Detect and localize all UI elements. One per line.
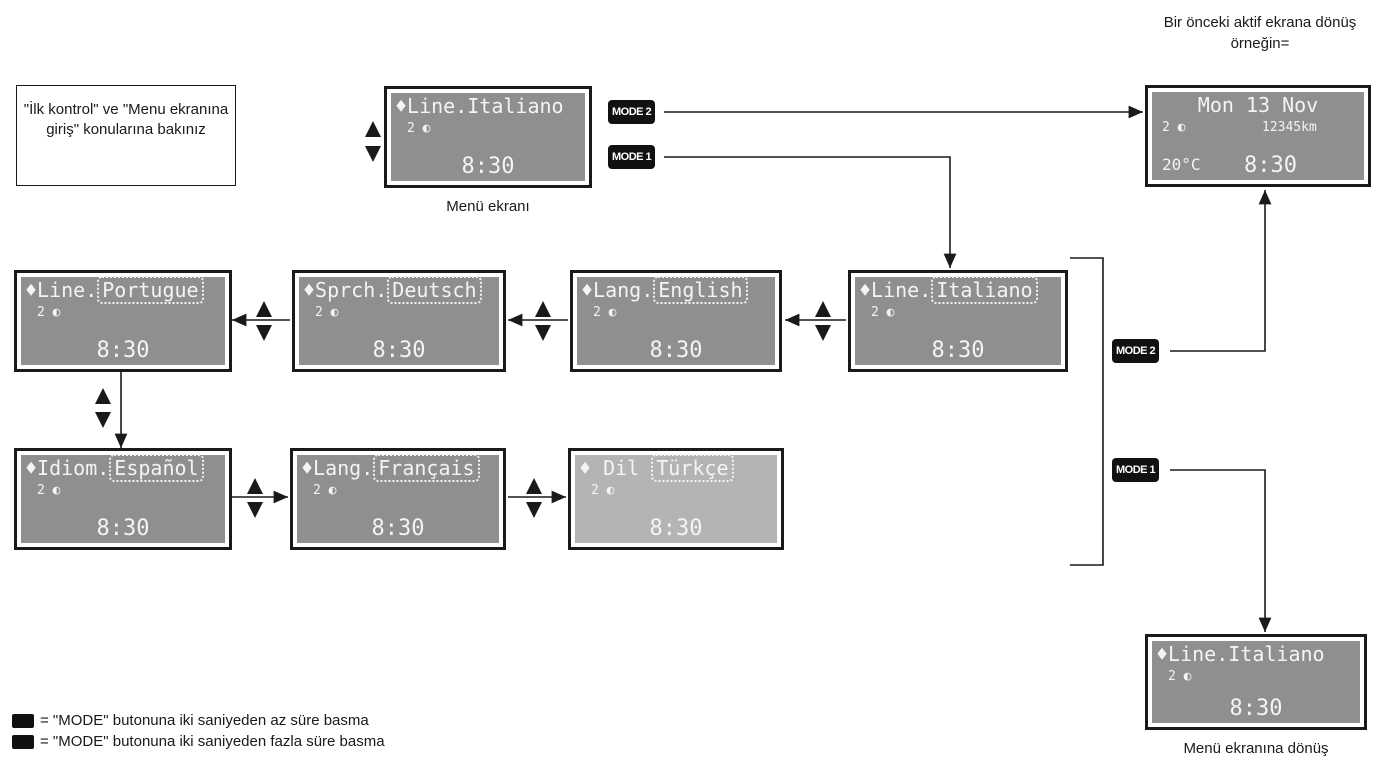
clock-time: 8:30 <box>371 516 425 541</box>
prev-screen-gear: 2 ◐ <box>1162 120 1186 135</box>
prev-screen-caption: Bir önceki aktif ekrana dönüş örneğin= <box>1163 14 1357 52</box>
prev-screen-temp: 20°C <box>1162 155 1201 174</box>
return-caption: Menü ekranına dönüş <box>1183 740 1329 757</box>
bracket <box>1070 257 1104 566</box>
gear-indicator: 2 ◐ <box>591 483 615 498</box>
return-menu-screen: ♦Line.Italiano 2 ◐ 8:30 <box>1145 634 1367 730</box>
mode2-mini-icon <box>12 735 34 750</box>
clock-time: 8:30 <box>649 516 703 541</box>
updown-icon-6 <box>526 478 542 518</box>
mode1-badge-right: MODE 1 <box>1112 458 1160 482</box>
prev-screen-date: Mon 13 Nov <box>1197 93 1319 117</box>
screen-deutsch: ♦Sprch.Deutsch 2 ◐ 8:30 <box>292 270 506 372</box>
screen-turkce: ♦ Dil Türkçe 2 ◐ 8:30 <box>568 448 784 550</box>
lang-prefix: ♦Line. <box>25 278 98 302</box>
prev-screen-time: 8:30 <box>1244 153 1297 178</box>
screen-portugue: ♦Line.Portugue 2 ◐ 8:30 <box>14 270 232 372</box>
menu-screen: ♦Line.Italiano 2 ◐ 8:30 <box>384 86 592 188</box>
legend-mode1: = "MODE" butonuna iki saniyeden az süre … <box>12 712 369 729</box>
lang-selected: Portugue <box>97 276 204 304</box>
screen-espanol: ♦Idiom.Español 2 ◐ 8:30 <box>14 448 232 550</box>
gear-indicator: 2 ◐ <box>593 305 617 320</box>
lang-prefix: ♦Lang. <box>301 456 374 480</box>
legend-mode1-text: = "MODE" butonuna iki saniyeden az süre … <box>40 712 369 729</box>
clock-time: 8:30 <box>931 338 985 363</box>
lang-prefix: ♦Line. <box>859 278 932 302</box>
menu-screen-line1: ♦Line.Italiano <box>395 94 564 118</box>
lang-selected: Italiano <box>931 276 1038 304</box>
updown-icon-2 <box>535 301 551 341</box>
reference-note: "İlk kontrol" ve "Menu ekranına giriş" k… <box>16 85 236 186</box>
lang-selected: Türkçe <box>651 454 734 482</box>
lang-prefix: ♦ Dil <box>579 456 652 480</box>
gear-indicator: 2 ◐ <box>871 305 895 320</box>
updown-icon-5 <box>247 478 263 518</box>
bracket-mode2-arrow <box>1170 190 1272 352</box>
updown-icon-3 <box>256 301 272 341</box>
lang-prefix: ♦Idiom. <box>25 456 110 480</box>
mode2-badge-right: MODE 2 <box>1112 339 1160 363</box>
clock-time: 8:30 <box>649 338 703 363</box>
updown-icon-menu <box>365 121 381 162</box>
legend-mode2-text: = "MODE" butonuna iki saniyeden fazla sü… <box>40 733 385 750</box>
mode1-mini-icon <box>12 714 34 729</box>
clock-time: 8:30 <box>96 338 150 363</box>
return-screen-line1: ♦Line.Italiano <box>1156 642 1325 666</box>
mode2-badge-top: MODE 2 <box>608 100 656 124</box>
lang-prefix: ♦Sprch. <box>303 278 388 302</box>
gear-indicator: 2 ◐ <box>37 305 61 320</box>
updown-icon-4 <box>95 388 111 428</box>
mode1-badge-top: MODE 1 <box>608 145 656 169</box>
gear-indicator: 2 ◐ <box>315 305 339 320</box>
previous-screen: Mon 13 Nov 2 ◐ 12345km 20°C 8:30 <box>1145 85 1371 187</box>
screen-english: ♦Lang.English 2 ◐ 8:30 <box>570 270 782 372</box>
updown-icon-1 <box>815 301 831 341</box>
screen-francais: ♦Lang.Français 2 ◐ 8:30 <box>290 448 506 550</box>
menu-mode1-arrow <box>664 156 957 268</box>
menu-screen-line2: 2 ◐ <box>407 121 431 136</box>
menu-screen-time: 8:30 <box>461 154 515 179</box>
lang-selected: Español <box>109 454 204 482</box>
screen-italiano: ♦Line.Italiano 2 ◐ 8:30 <box>848 270 1068 372</box>
lang-selected: Deutsch <box>387 276 482 304</box>
clock-time: 8:30 <box>372 338 426 363</box>
lang-selected: English <box>653 276 748 304</box>
bracket-mode1-arrow <box>1170 469 1272 632</box>
clock-time: 8:30 <box>96 516 150 541</box>
menu-caption: Menü ekranı <box>446 198 530 215</box>
gear-indicator: 2 ◐ <box>313 483 337 498</box>
legend-mode2: = "MODE" butonuna iki saniyeden fazla sü… <box>12 733 385 750</box>
lang-prefix: ♦Lang. <box>581 278 654 302</box>
return-screen-time: 8:30 <box>1229 696 1283 721</box>
prev-screen-odometer: 12345km <box>1262 120 1317 135</box>
lang-selected: Français <box>373 454 480 482</box>
return-screen-line2: 2 ◐ <box>1168 669 1192 684</box>
gear-indicator: 2 ◐ <box>37 483 61 498</box>
